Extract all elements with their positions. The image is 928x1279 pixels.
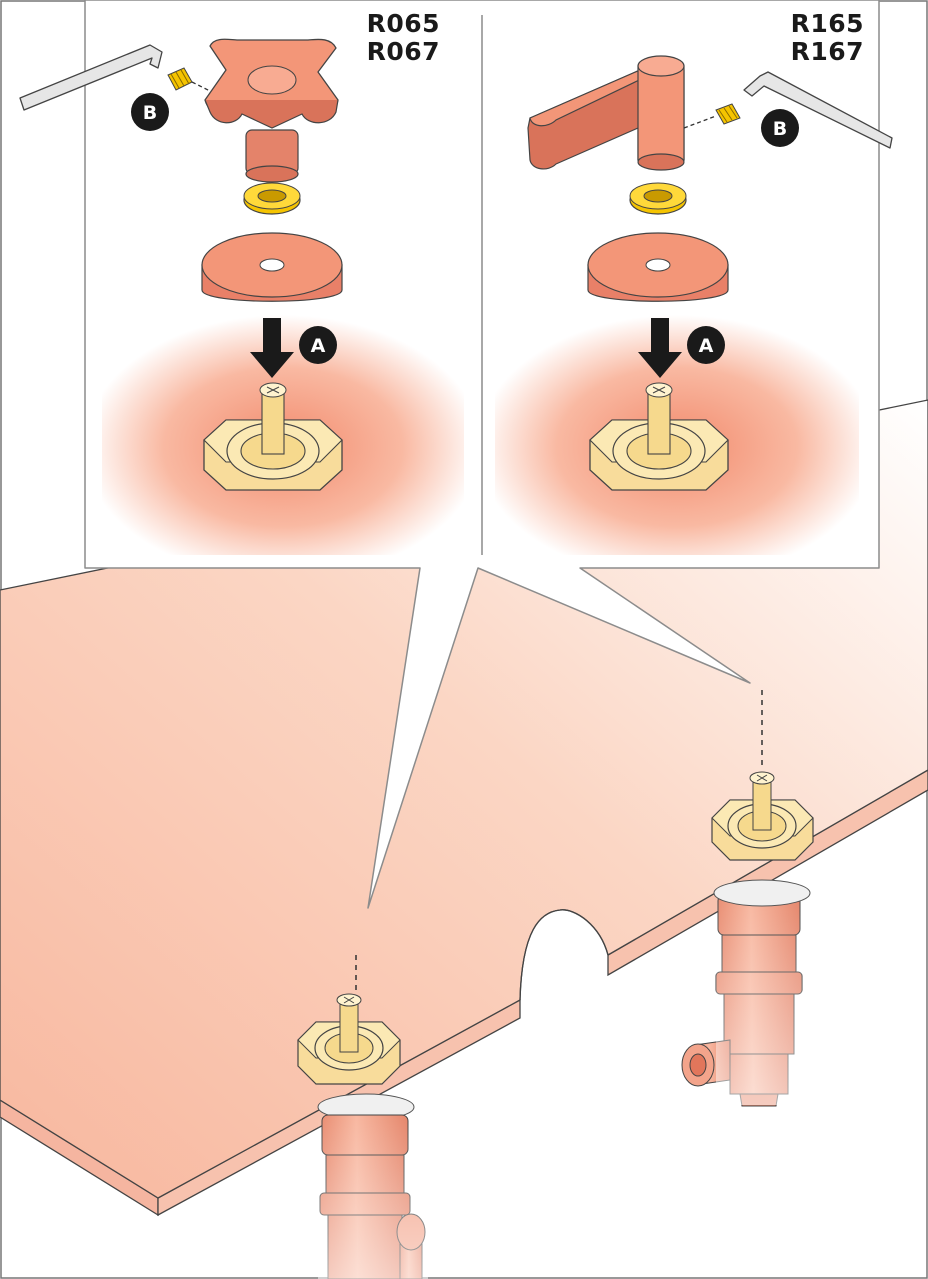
- down-arrow-icon: [638, 318, 682, 378]
- lever-handle: [527, 55, 685, 171]
- hex-key-icon: [743, 71, 893, 149]
- washer-left: [243, 182, 301, 215]
- panel-valve-right: [589, 382, 729, 491]
- model-code: R065: [366, 9, 440, 38]
- valve-body-right: [681, 879, 811, 1107]
- model-codes-right: R165 R167: [791, 10, 864, 66]
- model-codes-left: R065 R067: [367, 10, 440, 66]
- model-code: R067: [366, 37, 440, 66]
- label-a-text: A: [311, 335, 326, 357]
- panel-valve-left: [203, 382, 343, 491]
- valve-body-left: [317, 1093, 428, 1279]
- label-badge-a-left: A: [299, 326, 337, 364]
- hex-key-icon: [19, 44, 163, 111]
- grub-screw-icon: [715, 103, 741, 125]
- callout-frame: [84, 0, 880, 909]
- model-code: R165: [790, 9, 864, 38]
- label-badge-a-right: A: [687, 326, 725, 364]
- down-arrow-icon: [250, 318, 294, 378]
- escutcheon-left: [201, 232, 343, 302]
- washer-right: [629, 182, 687, 215]
- cross-handle: [204, 38, 339, 183]
- label-a-text: A: [699, 335, 714, 357]
- installed-valve-left: [297, 993, 401, 1085]
- label-badge-b-left: B: [131, 93, 169, 131]
- installed-valve-right: [711, 771, 814, 861]
- label-b-text: B: [143, 102, 157, 124]
- label-b-text: B: [773, 118, 787, 140]
- model-code: R167: [790, 37, 864, 66]
- label-badge-b-right: B: [761, 109, 799, 147]
- escutcheon-right: [587, 232, 729, 302]
